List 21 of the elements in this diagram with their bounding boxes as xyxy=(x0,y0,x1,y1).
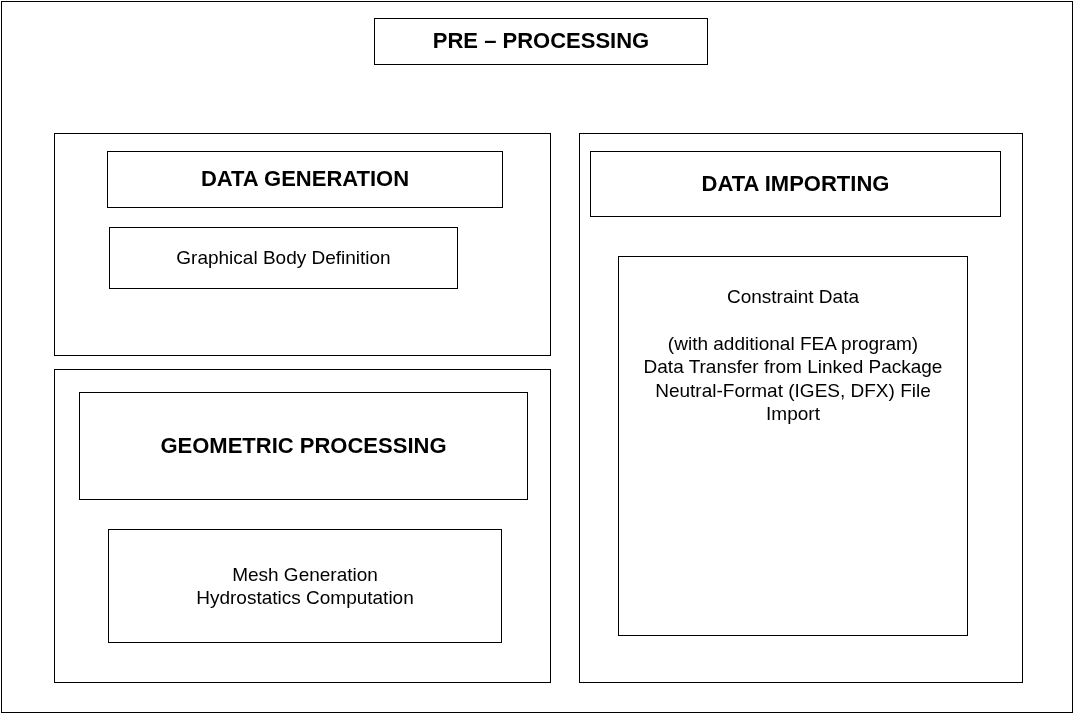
panel-box xyxy=(54,133,551,356)
text-box xyxy=(618,256,968,636)
body-text: Data Transfer from Linked Package xyxy=(643,355,943,379)
body-text: Graphical Body Definition xyxy=(176,246,391,270)
body-text: Neutral-Format (IGES, DFX) File Import xyxy=(654,378,932,425)
heading: GEOMETRIC PROCESSING xyxy=(160,432,447,460)
heading: PRE – PROCESSING xyxy=(432,28,650,55)
text-box xyxy=(109,227,458,289)
body-text: Hydrostatics Computation xyxy=(196,586,414,610)
text-box xyxy=(108,529,502,643)
body-text: Mesh Generation xyxy=(232,562,378,586)
heading: DATA IMPORTING xyxy=(701,170,890,198)
heading-box xyxy=(374,18,708,65)
panel-box xyxy=(54,369,551,683)
body-text: (with additional FEA program) xyxy=(667,332,919,356)
heading-box xyxy=(107,151,503,208)
heading-box xyxy=(590,151,1001,217)
heading: DATA GENERATION xyxy=(200,166,410,193)
body-text: Constraint Data xyxy=(727,285,859,309)
panel-box xyxy=(579,133,1023,683)
heading-box xyxy=(79,392,528,500)
